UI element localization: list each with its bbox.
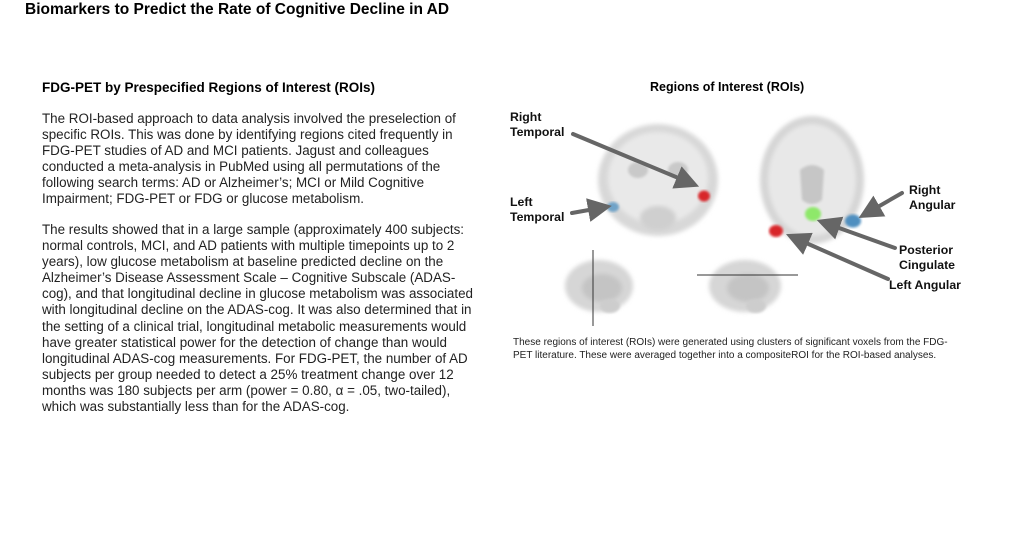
roi-right-temporal xyxy=(698,190,710,202)
roi-figure: Right Temporal Left Temporal Right Angul… xyxy=(500,100,1000,330)
label-left-temporal: Left Temporal xyxy=(510,195,565,224)
figure-caption: These regions of interest (ROIs) were ge… xyxy=(513,337,948,362)
label-left-angular: Left Angular xyxy=(889,278,961,292)
sagittal-brain-slice-right xyxy=(697,260,798,313)
roi-arrows xyxy=(570,132,904,281)
brain-images xyxy=(565,116,904,326)
axial-brain-slice xyxy=(760,116,864,244)
roi-left-temporal xyxy=(607,202,619,212)
label-posterior-cingulate: Posterior Cingulate xyxy=(899,243,956,272)
roi-right-angular xyxy=(845,214,861,228)
body-paragraph-2: The results showed that in a large sampl… xyxy=(42,222,473,415)
figure-title: Regions of Interest (ROIs) xyxy=(650,80,805,94)
roi-posterior-cingulate xyxy=(805,207,821,221)
body-paragraph-1: The ROI-based approach to data analysis … xyxy=(42,111,456,207)
slide-title: Biomarkers to Predict the Rate of Cognit… xyxy=(25,1,450,18)
label-right-temporal: Right Temporal xyxy=(510,110,565,139)
roi-left-angular xyxy=(769,225,783,237)
section-title: FDG-PET by Prespecified Regions of Inter… xyxy=(42,80,376,95)
coronal-brain-slice xyxy=(598,124,718,236)
label-right-angular: Right Angular xyxy=(909,183,956,212)
sagittal-brain-slice-left xyxy=(565,250,633,326)
